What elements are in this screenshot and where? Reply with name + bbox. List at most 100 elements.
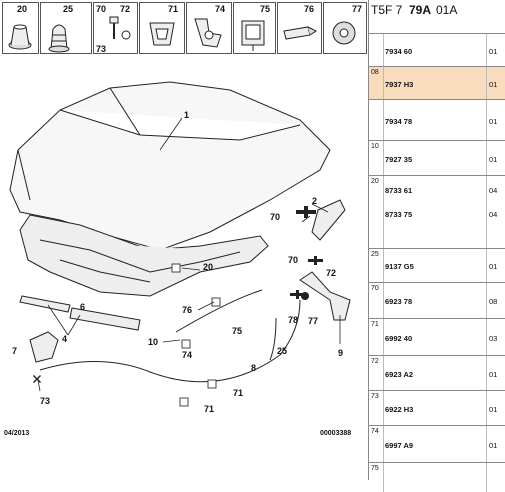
column-divider <box>486 249 487 282</box>
column-divider <box>486 391 487 425</box>
column-divider <box>383 426 384 462</box>
part-reference-alt: 8733 75 <box>385 210 413 219</box>
diagram-reference: 00003388 <box>320 430 352 437</box>
thumb-number: 70 <box>96 4 107 14</box>
item-number: 75 <box>371 465 379 472</box>
callout-73: 73 <box>40 396 51 406</box>
column-divider <box>383 391 384 425</box>
part-reference: 6992 40 <box>385 334 413 343</box>
item-number: 25 <box>371 251 379 258</box>
thumbnail-grommet: 20 <box>2 2 39 54</box>
column-divider <box>486 67 487 99</box>
column-divider <box>486 176 487 248</box>
fastener-thumbnail-strip: 20 25 70 72 73 71 74 75 76 <box>0 0 368 56</box>
part-quantity: 08 <box>489 297 498 306</box>
washer-icon <box>332 21 356 45</box>
rubber-bump-icon <box>48 24 70 53</box>
column-divider <box>383 356 384 390</box>
thumb-number: 76 <box>304 4 315 14</box>
clip-icon <box>149 22 175 46</box>
part-quantity: 01 <box>489 80 498 89</box>
parts-row[interactable]: 71 6992 40 03 <box>369 318 505 355</box>
thumb-number: 25 <box>63 4 74 14</box>
column-divider <box>486 356 487 390</box>
part-quantity: 01 <box>489 441 498 450</box>
diagram-date: 04/2013 <box>4 430 30 437</box>
parts-row[interactable]: 25 9137 G5 01 <box>369 248 505 282</box>
hood-panel <box>9 81 331 251</box>
cable-clip-icon <box>194 18 222 48</box>
column-divider <box>383 100 384 140</box>
parts-row[interactable]: 75 <box>369 462 505 492</box>
panel-header: T5F 7 79A 01A <box>369 0 505 22</box>
part-reference: 6923 78 <box>385 297 413 306</box>
callout-72: 72 <box>326 268 337 278</box>
thumb-number: 71 <box>168 4 179 14</box>
screw-icon <box>109 16 131 40</box>
parts-row[interactable]: 73 6922 H3 01 <box>369 390 505 425</box>
column-divider <box>486 463 487 492</box>
part-quantity: 01 <box>489 155 498 164</box>
column-divider <box>486 283 487 318</box>
part-quantity: 01 <box>489 262 498 271</box>
push-rivet-icon <box>283 26 317 40</box>
part-reference: 7937 H3 <box>385 80 414 89</box>
part-reference: 6997 A9 <box>385 441 414 450</box>
callout-76: 76 <box>182 305 193 315</box>
header-prefix: T5F 7 <box>371 3 403 17</box>
callout-2: 2 <box>312 196 318 206</box>
thumb-number: 72 <box>120 4 131 14</box>
item-number: 71 <box>371 321 379 328</box>
item-number: 70 <box>371 285 379 292</box>
part-quantity: 03 <box>489 334 498 343</box>
hood-inner-frame <box>19 214 269 297</box>
exploded-diagram: 20 25 70 72 73 71 74 75 76 <box>0 0 368 437</box>
thumbnail-screw-washer: 70 72 73 <box>93 2 138 54</box>
callout-70: 70 <box>270 212 281 222</box>
item-number: 72 <box>371 358 379 365</box>
header-group: 79A <box>409 3 432 17</box>
hinge-left <box>29 331 59 363</box>
column-divider <box>383 176 384 248</box>
item-number: 73 <box>371 393 379 400</box>
part-quantity: 01 <box>489 405 498 414</box>
callout-25: 25 <box>277 346 288 356</box>
thumbnail-clip: 71 <box>139 2 185 54</box>
callout-20: 20 <box>203 262 214 272</box>
callout-75: 75 <box>232 326 243 336</box>
hinge-right <box>299 199 351 321</box>
callout-71: 71 <box>233 388 244 398</box>
grommet-icon <box>8 24 32 50</box>
callout-1: 1 <box>184 110 190 120</box>
column-divider <box>383 249 384 282</box>
item-number: 10 <box>371 143 379 150</box>
part-reference: 9137 G5 <box>385 262 414 271</box>
crosses <box>33 206 323 383</box>
thumbnail-retainer: 75 <box>233 2 276 54</box>
column-divider <box>486 100 487 140</box>
part-reference: 6922 H3 <box>385 405 414 414</box>
item-number: 20 <box>371 178 379 185</box>
release-cables <box>39 289 301 383</box>
hood-assembly-drawing <box>9 81 351 407</box>
thumbnail-push-rivet: 76 <box>277 2 322 54</box>
callout-4: 4 <box>62 334 68 344</box>
leader-lines <box>37 117 341 392</box>
callout-74: 74 <box>182 350 193 360</box>
callout-70-lower: 70 <box>288 255 299 265</box>
callout-7: 7 <box>12 346 18 356</box>
column-divider <box>486 141 487 175</box>
parts-row[interactable]: 70 6923 78 08 <box>369 282 505 318</box>
column-divider <box>383 283 384 318</box>
thumbnail-cable-clip: 74 <box>186 2 232 54</box>
thumb-number: 75 <box>260 4 271 14</box>
callout-10: 10 <box>148 337 159 347</box>
